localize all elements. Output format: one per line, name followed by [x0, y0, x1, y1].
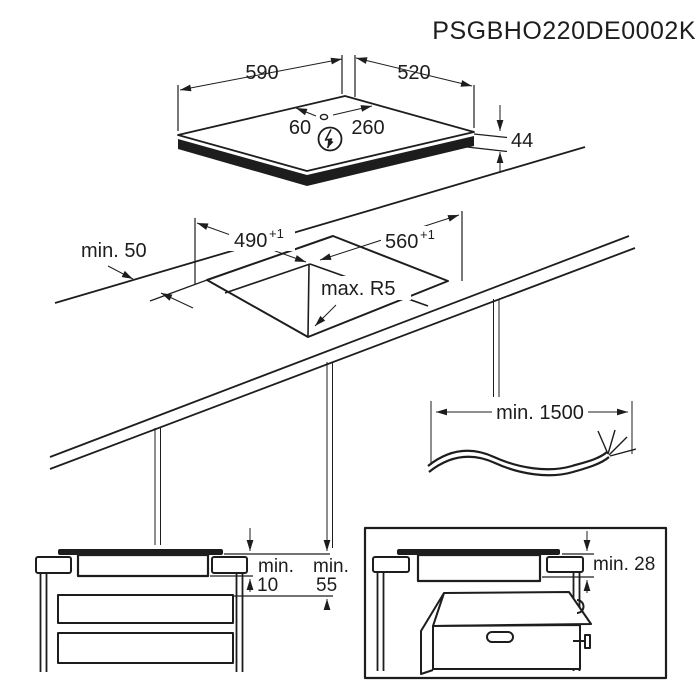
oven-clearance-view: min. 28 — [363, 526, 668, 680]
label-mask — [229, 224, 295, 251]
edge-clearance-label: min. 50 — [81, 240, 147, 262]
cable-length-label: min. 1500 — [496, 402, 584, 424]
worktop-front-edge-top — [49, 235, 630, 458]
worktop-section-left — [372, 556, 410, 573]
drawer-front-lower — [57, 632, 234, 664]
cable-wire-ends — [597, 429, 637, 457]
oven-knob — [576, 599, 585, 614]
oven-hinge — [584, 634, 591, 649]
arrow-corner-radius — [314, 304, 337, 327]
arrow-cable-offset-right — [332, 105, 373, 116]
hob-glass-section — [397, 549, 560, 555]
hob-width-label: 590 — [245, 62, 278, 84]
cabinet-leg-middle — [326, 362, 333, 548]
worktop-front-edge-bottom — [49, 247, 636, 470]
drawer-front-upper — [57, 594, 234, 624]
hob-height-label: 44 — [511, 130, 533, 152]
label-mask — [381, 226, 443, 252]
arrow-cable-offset-left — [295, 107, 317, 117]
arrow-edge-clearance-upper — [107, 265, 134, 280]
oven-handle — [486, 631, 514, 643]
dim-line-hob-width — [179, 57, 343, 92]
product-code: PSGBHO220DE0002K — [432, 17, 696, 45]
cabinet-side-left — [39, 573, 48, 672]
cable-offset-right-label: 260 — [351, 117, 384, 139]
cutout-inner-corner-seam — [307, 264, 310, 337]
cutout-depth-tolerance: +1 — [269, 226, 284, 241]
hob-isometric-view: 590 520 60 260 44 — [177, 55, 533, 186]
dim-line-hob-depth — [355, 57, 473, 87]
drawer-value-label: 55 — [316, 575, 337, 596]
cabinet-leg-right — [493, 299, 500, 397]
cabinet-leg-left — [154, 428, 161, 545]
cutout-edge-extension — [149, 279, 208, 302]
mains-cable-top — [427, 449, 608, 471]
hob-body-section — [416, 553, 542, 583]
drawer-clearance-view: min. 10 min. 55 — [35, 528, 349, 672]
oven-left-side — [420, 592, 445, 675]
cutout-inner-edge-left — [224, 263, 311, 294]
built-in-oven — [420, 591, 592, 675]
cable-offset-left-label: 60 — [289, 117, 311, 139]
oven-clearance-label: min. 28 — [593, 554, 655, 575]
hob-glass-section — [58, 549, 223, 555]
hob-body-section — [76, 553, 210, 578]
gap-value-label: 10 — [257, 575, 278, 596]
lightning-in-circle-icon — [317, 126, 343, 152]
oven-front-face — [432, 624, 581, 670]
worktop-section-right — [211, 556, 248, 574]
label-mask — [318, 276, 411, 300]
corner-radius-label: max. R5 — [321, 278, 395, 300]
cutout-depth-label: 490 — [234, 230, 267, 252]
arrow-edge-clearance-lower — [160, 292, 194, 309]
gap-word-label: min. — [258, 556, 294, 577]
oven-top-face — [432, 591, 592, 627]
ext-line-44-top — [473, 133, 508, 139]
mains-cable-bottom — [428, 455, 610, 477]
hob-body-band — [178, 136, 474, 186]
cabinet-side-right — [235, 573, 244, 672]
worktop-section-right — [546, 556, 584, 573]
cutout-width-label: 560 — [385, 231, 418, 253]
ext-line-44-bottom — [466, 146, 508, 153]
cabinet-side-left — [376, 572, 385, 671]
cutout-width-tolerance: +1 — [420, 227, 435, 242]
worktop-section-left — [35, 556, 72, 574]
drawer-word-label: min. — [313, 556, 349, 577]
mains-cable-view: min. 1500 — [427, 401, 637, 477]
worktop-cutout-view: 490 +1 560 +1 min. 50 max. R5 — [49, 146, 636, 548]
cable-exit-point — [319, 113, 329, 121]
hob-depth-label: 520 — [397, 62, 430, 84]
